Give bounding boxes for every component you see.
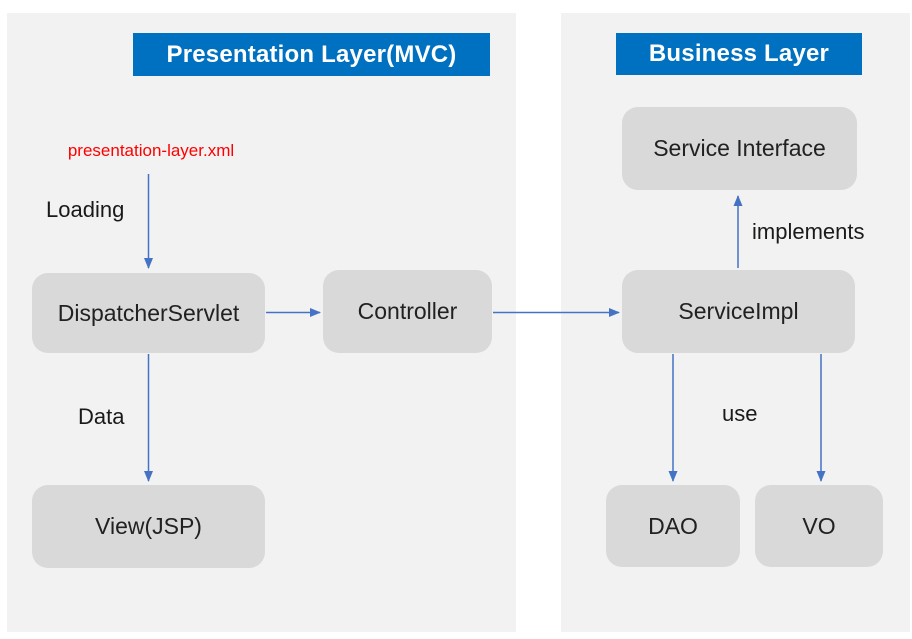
node-vo: VO	[755, 485, 883, 567]
node-dao: DAO	[606, 485, 740, 567]
edge-label-implements: implements	[752, 219, 865, 244]
edge-label-use: use	[722, 401, 758, 426]
config-file-label: presentation-layer.xml	[67, 141, 235, 160]
node-service-interface: Service Interface	[622, 107, 857, 190]
business-layer-header: Business Layer	[616, 33, 862, 75]
node-controller: Controller	[323, 270, 492, 353]
edge-label-data: Data	[78, 404, 125, 429]
node-view-jsp: View(JSP)	[32, 485, 265, 568]
node-dispatcher-servlet: DispatcherServlet	[32, 273, 265, 353]
edge-label-loading: Loading	[46, 197, 125, 222]
presentation-layer-header: Presentation Layer(MVC)	[133, 33, 490, 76]
node-service-impl: ServiceImpl	[622, 270, 855, 353]
